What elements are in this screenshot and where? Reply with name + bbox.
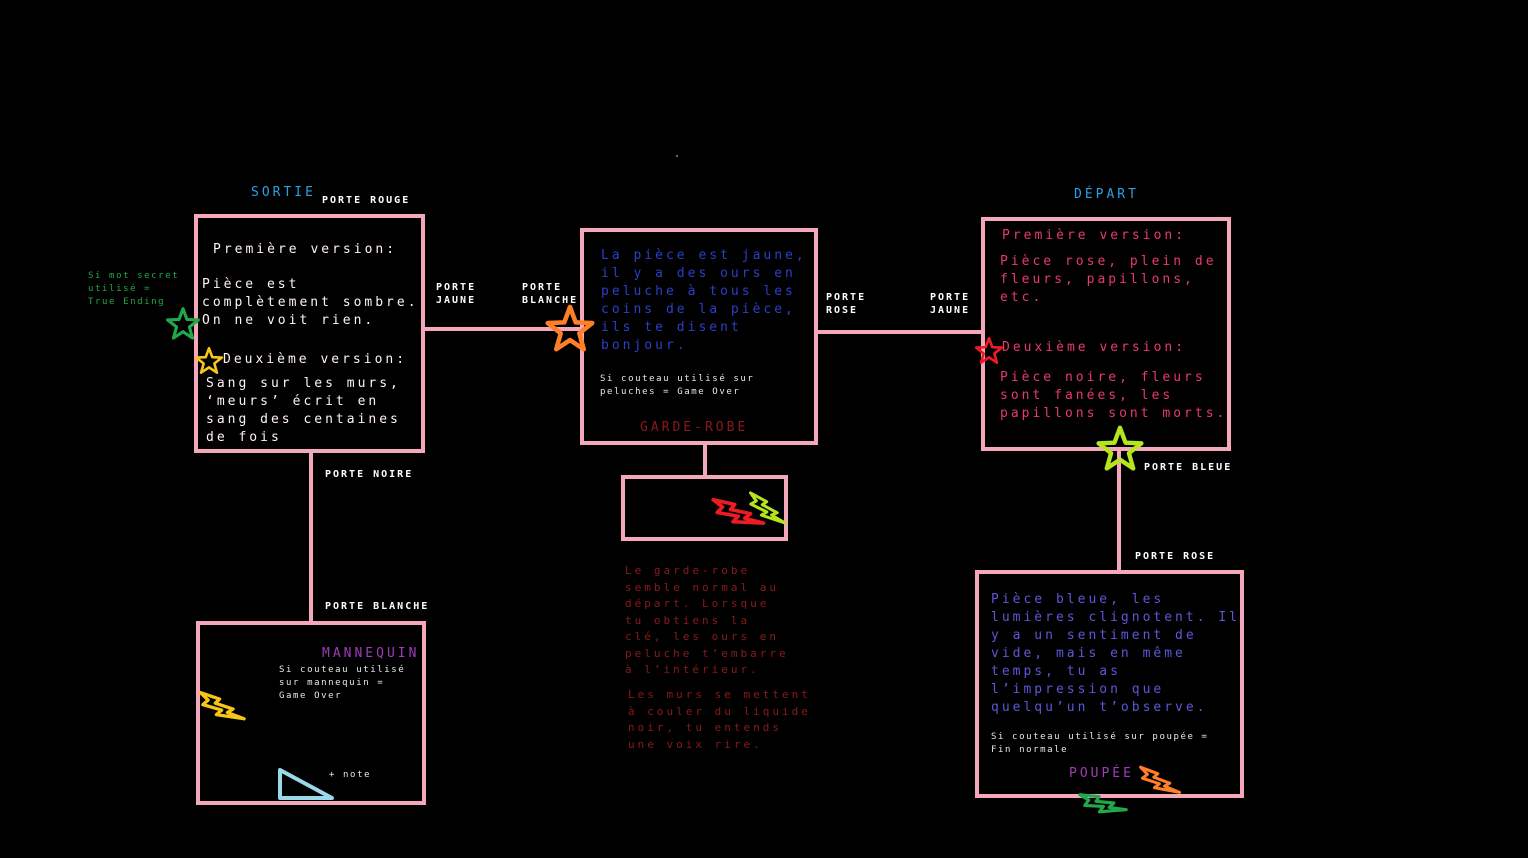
depart-title: DÉPART bbox=[1074, 187, 1139, 202]
mannequin-note: Si couteau utilisé sur mannequin = Game … bbox=[279, 665, 406, 701]
sortie-v1-text: Pièce est complètement sombre. On ne voi… bbox=[202, 277, 419, 328]
sortie-v2-text: Sang sur les murs, ‘meurs’ écrit en sang… bbox=[206, 376, 401, 445]
garderobe-description-1: Le garde-robe semble normal au départ. L… bbox=[625, 564, 789, 676]
room-poupee bbox=[975, 570, 1244, 798]
mannequin-item-note: + note bbox=[329, 770, 372, 780]
room-sortie bbox=[194, 214, 425, 453]
depart-v2-label: Deuxième version: bbox=[1002, 340, 1187, 355]
star-icon[interactable] bbox=[165, 306, 201, 342]
sortie-title: SORTIE bbox=[251, 185, 316, 200]
door-label-jaune-right: PORTE JAUNE bbox=[930, 292, 971, 316]
connector-depart-poupee bbox=[1117, 449, 1121, 572]
lightning-icon[interactable] bbox=[1072, 774, 1130, 832]
lightning-icon-shape bbox=[1078, 793, 1128, 814]
lightning-icon-shape bbox=[1139, 765, 1182, 794]
door-label-blanche-mid: PORTE BLANCHE bbox=[522, 282, 579, 306]
connector-sortie-mannequin bbox=[309, 451, 313, 623]
lightning-icon-shape bbox=[198, 690, 246, 721]
triangle-icon[interactable] bbox=[277, 767, 335, 801]
stray-dot bbox=[676, 155, 678, 157]
star-icon-shape bbox=[194, 346, 224, 374]
lightning-icon[interactable] bbox=[704, 480, 769, 545]
star-icon[interactable] bbox=[1095, 424, 1145, 474]
closet-box bbox=[621, 475, 788, 541]
door-label-noire: PORTE NOIRE bbox=[325, 469, 414, 480]
star-icon-shape bbox=[1096, 425, 1144, 471]
star-icon-shape bbox=[545, 304, 595, 352]
lightning-icon-shape bbox=[749, 491, 788, 525]
door-label-rose-bottom: PORTE ROSE bbox=[1135, 551, 1216, 562]
door-label-blanche-bottom: PORTE BLANCHE bbox=[325, 601, 430, 612]
lightning-icon[interactable] bbox=[191, 676, 250, 737]
star-icon-shape bbox=[166, 307, 200, 340]
garderobe-description-2: Les murs se mettent à couler du liquide … bbox=[628, 688, 811, 751]
depart-v2-text: Pièce noire, fleurs sont fanées, les pap… bbox=[1000, 370, 1228, 421]
star-icon[interactable] bbox=[974, 336, 1004, 366]
star-icon[interactable] bbox=[542, 303, 598, 355]
poupee-title: POUPÉE bbox=[1069, 766, 1134, 781]
lightning-icon[interactable] bbox=[1132, 752, 1185, 807]
sortie-v1-label: Première version: bbox=[213, 242, 398, 257]
door-label-rouge: PORTE ROUGE bbox=[322, 195, 411, 206]
garderobe-text: La pièce est jaune, il y a des ours en p… bbox=[601, 248, 807, 353]
mannequin-title: MANNEQUIN bbox=[322, 646, 420, 661]
lightning-icon-shape bbox=[711, 497, 766, 525]
star-icon[interactable] bbox=[194, 346, 224, 376]
garderobe-note: Si couteau utilisé sur peluches = Game O… bbox=[600, 374, 755, 397]
secret-ending-note: Si mot secret utilisé = True Ending bbox=[88, 271, 180, 307]
door-label-jaune-left: PORTE JAUNE bbox=[436, 282, 477, 306]
garderobe-title: GARDE-ROBE bbox=[640, 420, 749, 435]
door-label-rose-mid: PORTE ROSE bbox=[826, 292, 867, 316]
star-icon-shape bbox=[974, 336, 1004, 364]
triangle-icon-shape bbox=[278, 768, 334, 800]
depart-v1-label: Première version: bbox=[1002, 228, 1187, 243]
connector-garderobe-closet bbox=[703, 443, 707, 477]
room-mannequin bbox=[196, 621, 426, 805]
sortie-v2-label: Deuxième version: bbox=[223, 352, 408, 367]
poupee-text: Pièce bleue, les lumières clignotent. Il… bbox=[991, 592, 1241, 715]
lightning-icon[interactable] bbox=[741, 478, 791, 537]
connector-garderobe-depart bbox=[816, 330, 982, 334]
poupee-note: Si couteau utilisé sur poupée = Fin norm… bbox=[991, 732, 1209, 755]
connector-sortie-garderobe bbox=[424, 327, 582, 331]
depart-v1-text: Pièce rose, plein de fleurs, papillons, … bbox=[1000, 254, 1217, 305]
door-label-bleue: PORTE BLEUE bbox=[1144, 462, 1233, 473]
